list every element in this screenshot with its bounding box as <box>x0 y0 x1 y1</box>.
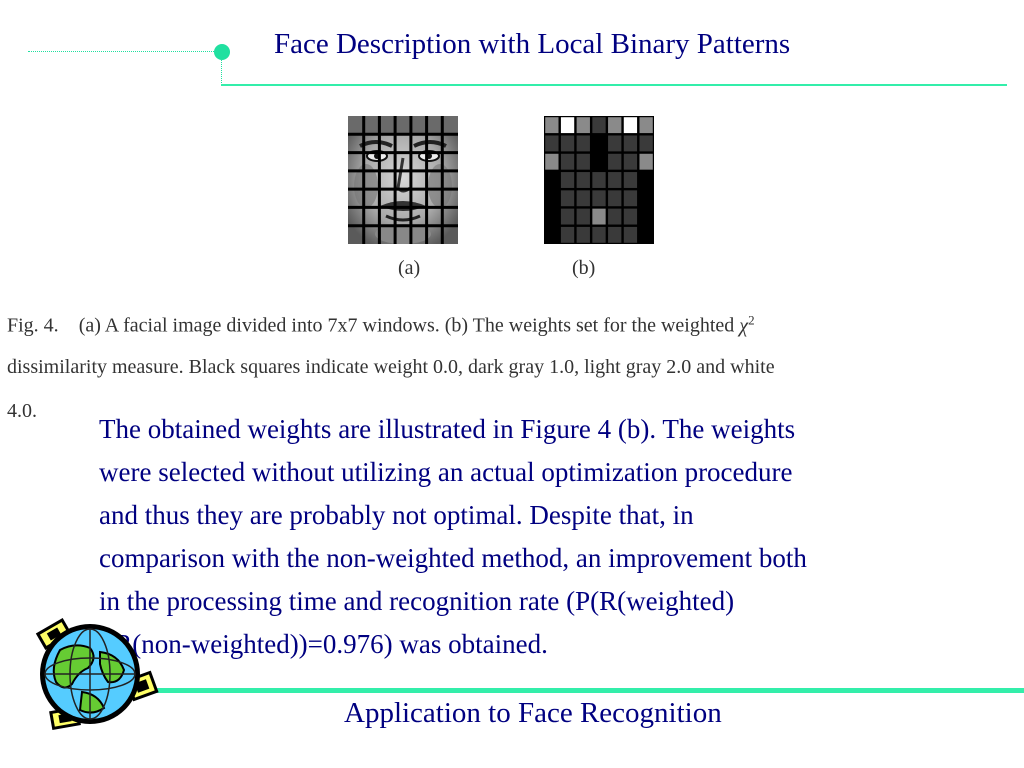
weight-cell <box>560 153 575 170</box>
weight-cell <box>545 117 559 134</box>
footer-rule <box>150 688 1024 693</box>
weight-cell <box>576 208 590 225</box>
weight-cell <box>592 117 606 134</box>
figure-caption-line-1: Fig. 4. (a) A facial image divided into … <box>7 312 755 338</box>
weight-cell <box>623 135 638 152</box>
body-line: were selected without utilizing an actua… <box>99 457 793 487</box>
body-line: and thus they are probably not optimal. … <box>99 500 694 530</box>
caption-text: (a) A facial image divided into 7x7 wind… <box>78 314 735 337</box>
weight-cell <box>576 153 590 170</box>
slide-title: Face Description with Local Binary Patte… <box>274 28 791 60</box>
weight-cell <box>576 226 590 243</box>
weight-cell <box>576 135 590 152</box>
figure-number: Fig. 4. <box>7 314 59 337</box>
weight-cell <box>623 226 638 243</box>
weight-cell <box>560 117 575 134</box>
weight-cell <box>560 226 575 243</box>
body-line: >R(non-weighted))=0.976) was obtained. <box>99 629 548 659</box>
weight-cell <box>576 117 590 134</box>
weight-cell <box>545 153 559 170</box>
weight-cell <box>623 208 638 225</box>
weight-cell <box>608 190 622 207</box>
weight-cell <box>560 172 575 188</box>
weight-cell <box>545 172 559 188</box>
weight-cell <box>639 135 653 152</box>
weight-cell <box>592 208 606 225</box>
weight-cell <box>639 153 653 170</box>
chi-square-symbol: χ2 <box>739 312 755 337</box>
weight-cell <box>545 135 559 152</box>
weight-cell <box>592 226 606 243</box>
weight-cell <box>623 172 638 188</box>
weight-cell <box>639 190 653 207</box>
weight-cell <box>576 172 590 188</box>
weight-cell <box>639 172 653 188</box>
weight-cell <box>545 208 559 225</box>
header-dot-stem <box>221 58 222 85</box>
weight-cell <box>639 226 653 243</box>
header-dotted-rule <box>28 51 220 52</box>
weight-cell <box>592 190 606 207</box>
weight-cell <box>592 172 606 188</box>
weights-grid-image <box>544 116 654 244</box>
header-rule <box>221 84 1007 86</box>
figure-caption-line-3: 4.0. <box>7 400 37 422</box>
figure-label-a: (a) <box>398 257 421 279</box>
footer-title: Application to Face Recognition <box>344 697 722 729</box>
body-paragraph: The obtained weights are illustrated in … <box>99 408 1004 666</box>
weight-cell <box>592 135 606 152</box>
header-bullet-dot <box>214 44 230 60</box>
globe-satellite-icon <box>35 618 159 731</box>
weight-cell <box>608 226 622 243</box>
weight-cell <box>608 153 622 170</box>
body-line: in the processing time and recognition r… <box>99 586 735 616</box>
body-line: The obtained weights are illustrated in … <box>99 414 796 444</box>
weight-cell <box>560 190 575 207</box>
figure-caption-line-2: dissimilarity measure. Black squares ind… <box>7 356 775 378</box>
weight-cell <box>560 135 575 152</box>
weight-cell <box>608 117 622 134</box>
weight-cell <box>576 190 590 207</box>
weight-cell <box>608 208 622 225</box>
weight-cell <box>545 190 559 207</box>
body-line: comparison with the non-weighted method,… <box>99 543 807 573</box>
weight-cell <box>639 208 653 225</box>
weight-cell <box>623 117 638 134</box>
weight-cell <box>560 208 575 225</box>
face-grid-image <box>348 116 458 244</box>
weight-cell <box>639 117 653 134</box>
weight-cell <box>623 190 638 207</box>
weight-cell <box>592 153 606 170</box>
weight-cell <box>608 135 622 152</box>
figure-label-b: (b) <box>572 257 596 279</box>
weight-cell <box>608 172 622 188</box>
weight-cell <box>623 153 638 170</box>
weight-cell <box>545 226 559 243</box>
